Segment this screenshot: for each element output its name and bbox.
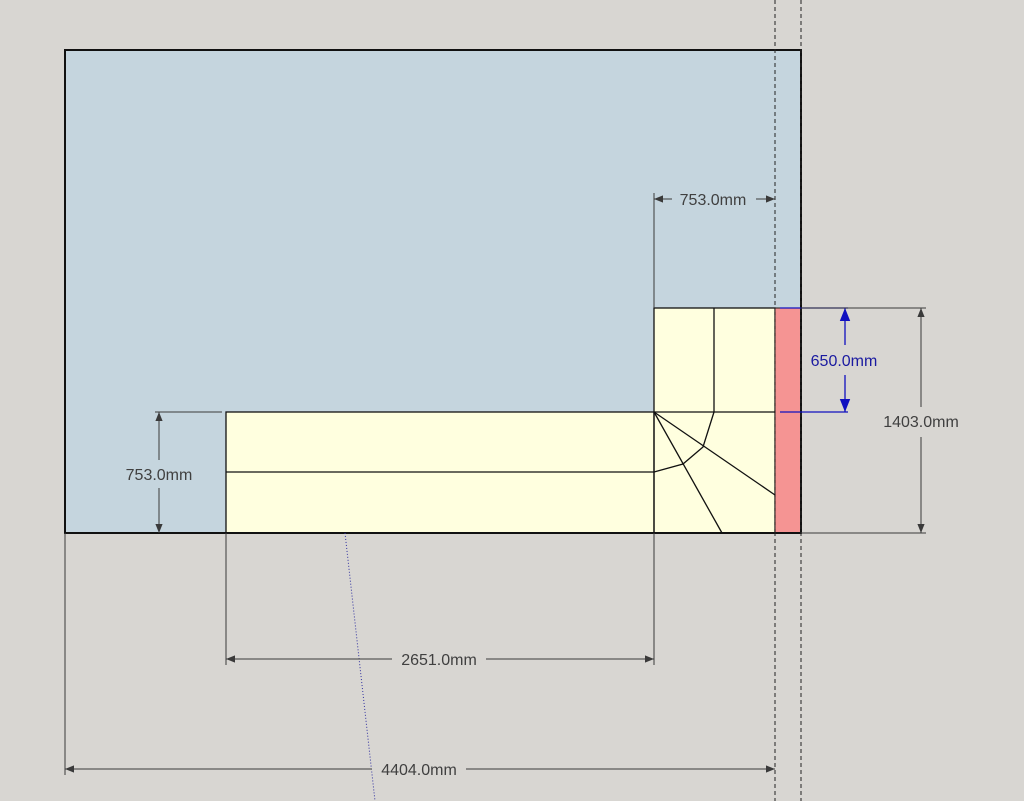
dimension-left-width[interactable]: 753.0mm [126,411,222,533]
dimension-label: 1403.0mm [883,414,959,431]
dimension-label: 753.0mm [126,467,193,484]
dimension-total-height[interactable]: 1403.0mm [801,307,959,534]
dimension-run-length[interactable]: 2651.0mm [225,533,655,669]
axis-line [344,532,376,801]
dimension-label: 753.0mm [680,192,747,209]
dimension-label: 650.0mm [811,353,878,370]
dimension-label: 2651.0mm [401,652,477,669]
dimension-top-width[interactable]: 753.0mm [653,192,775,308]
dimension-label: 4404.0mm [381,762,457,779]
wall-segment[interactable] [774,307,802,534]
dimension-total-length[interactable]: 4404.0mm [64,533,775,779]
floor-outline [64,49,802,534]
